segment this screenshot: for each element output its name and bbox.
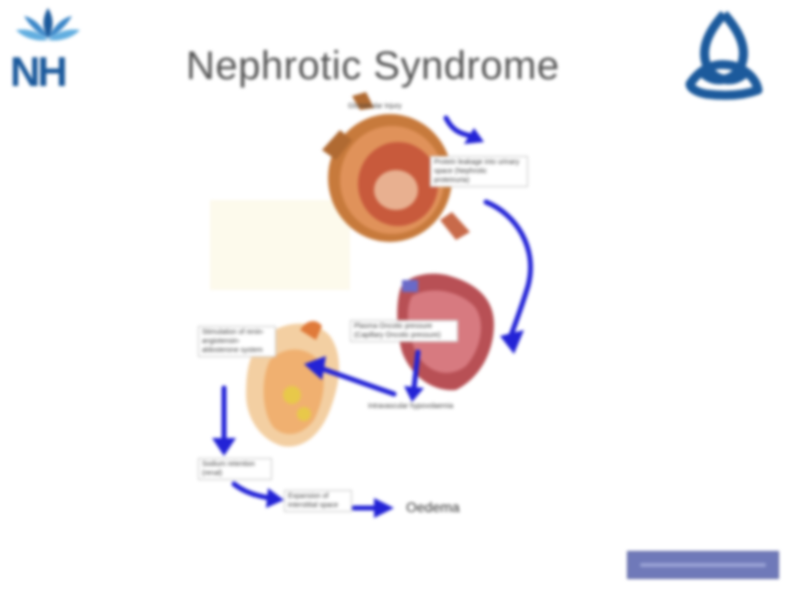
arrow-sodium-to-expansion [231, 481, 273, 501]
label-raas: Stimulation of renin-angiotensin-aldoste… [198, 326, 276, 357]
background-panel [210, 200, 350, 290]
page-title: Nephrotic Syndrome [186, 44, 560, 88]
flow-arrows [221, 115, 533, 511]
label-glomerular-injury: Glomerular Injury [348, 103, 402, 110]
arrow-injury-to-leakage [443, 115, 475, 139]
glomerulus-illustration [322, 92, 470, 242]
nh-logo: NH [8, 4, 90, 95]
logo-text: NH [10, 48, 68, 95]
label-intravascular: Intravascular hypovolaemia [368, 403, 454, 410]
lotus-icon [16, 8, 80, 41]
nav-bar [640, 563, 766, 567]
arrow-hypovolaemia-to-raas [317, 365, 397, 397]
label-plasma-oncotic: Plasma Oncotic pressure (Capillary Oncot… [350, 320, 458, 342]
label-sodium: Sodium retention (renal) [198, 458, 272, 480]
arrow-heart-to-hypovolaemia [411, 349, 421, 391]
trinity-knot-logo [682, 6, 766, 107]
arrow-leakage-to-heart [483, 199, 533, 341]
label-protein-leakage: Protein leakage into urinary space (Neph… [430, 156, 528, 187]
arrow-heads [212, 128, 524, 518]
slide-nav-box[interactable] [627, 551, 779, 579]
label-oedema: Oedema [406, 499, 460, 515]
label-expansion: Expansion of interstitial space [284, 490, 352, 512]
knot-icon [685, 10, 763, 100]
